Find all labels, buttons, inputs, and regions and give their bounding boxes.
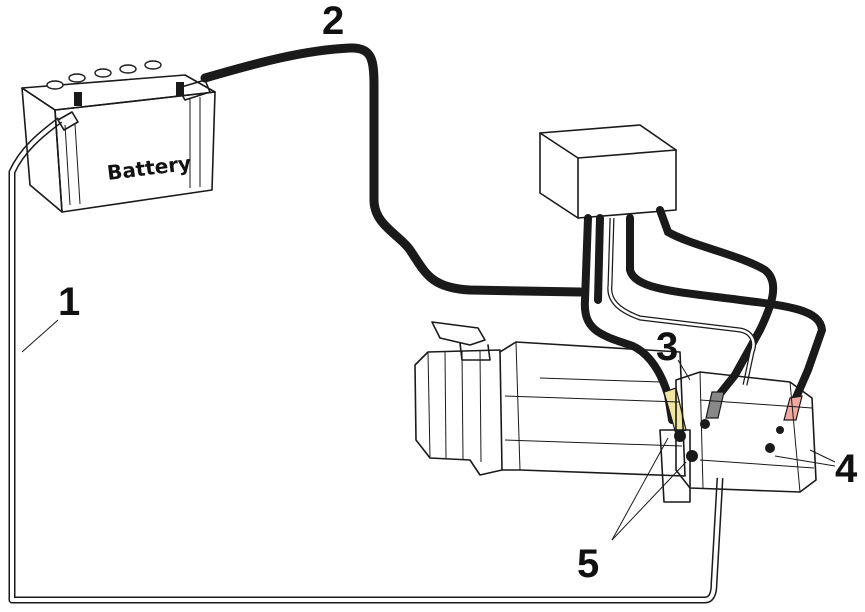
control-box xyxy=(539,124,677,219)
cable-1-negative xyxy=(8,117,724,604)
callout-3: 3 xyxy=(656,325,678,369)
battery-label: Battery xyxy=(106,151,193,185)
callout-1: 1 xyxy=(58,280,80,324)
leader-lines xyxy=(21,319,836,541)
callout-4: 4 xyxy=(835,447,858,491)
winch xyxy=(414,321,817,503)
callout-5: 5 xyxy=(577,542,599,586)
callout-2: 2 xyxy=(322,0,344,43)
control-cables xyxy=(580,206,827,435)
cable-2-positive xyxy=(200,43,585,297)
battery: Battery xyxy=(21,60,216,213)
